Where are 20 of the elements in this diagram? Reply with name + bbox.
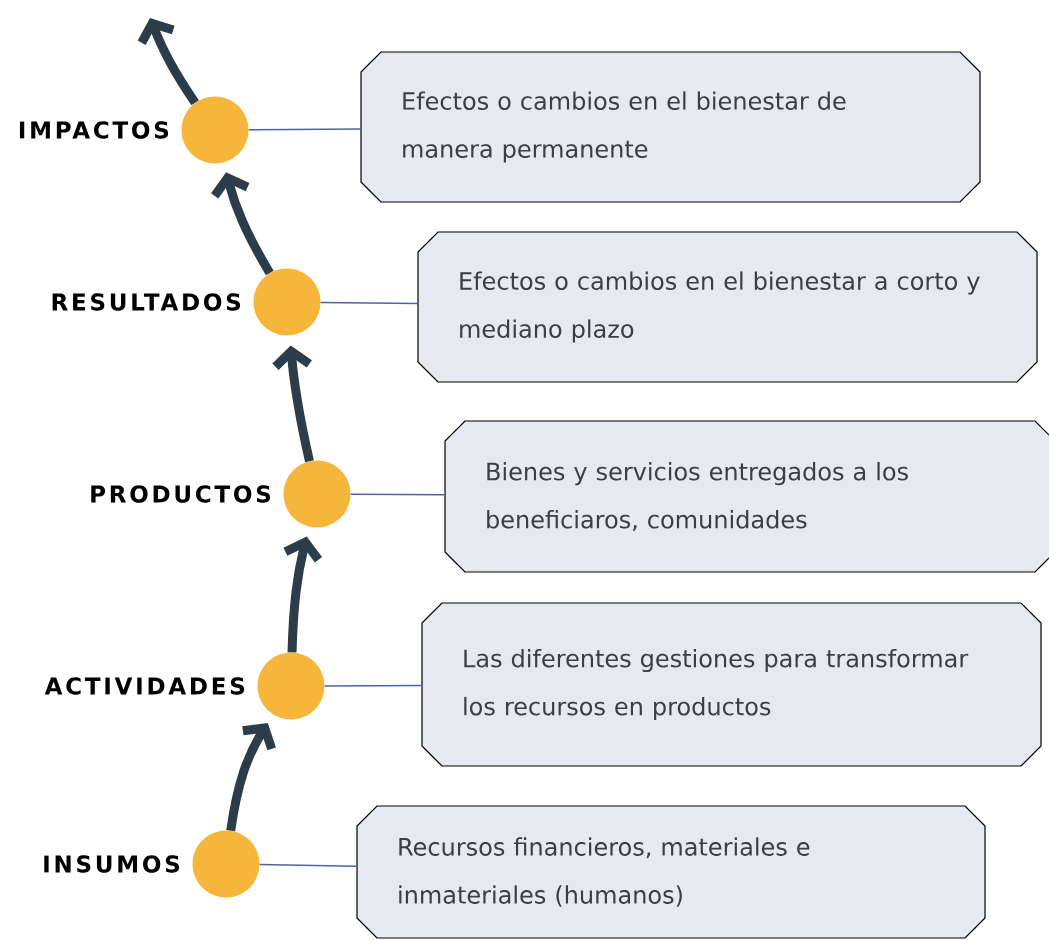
description-box: Bienes y servicios entregados a los beneficiaros, comunidades <box>444 420 1049 573</box>
flow-arrow <box>226 723 276 832</box>
description-box: Recursos financieros, materiales e inmateriales (humanos) <box>356 805 986 939</box>
stage-label: ACTIVIDADES <box>44 677 245 695</box>
stage-label: RESULTADOS <box>52 293 241 311</box>
flow-arrow <box>283 536 323 653</box>
flow-arrow <box>211 172 274 276</box>
connector-line <box>247 128 362 131</box>
description-box: Efectos o cambios en el bienestar a corto y mediano plazo <box>417 231 1038 383</box>
flow-arrow <box>272 345 314 463</box>
description-box: Las diferentes gestiones para transformar los recursos en productos <box>421 602 1042 767</box>
flow-arrow <box>137 18 199 106</box>
stage-label: PRODUCTOS <box>91 485 271 503</box>
connector-line <box>323 684 423 687</box>
stage-label: IMPACTOS <box>19 121 169 139</box>
connector-line <box>258 863 358 868</box>
stage-label: INSUMOS <box>44 855 180 873</box>
connector-line <box>349 493 446 496</box>
connector-line <box>319 301 419 305</box>
description-box: Efectos o cambios en el bienestar de manera permanente <box>360 51 981 203</box>
